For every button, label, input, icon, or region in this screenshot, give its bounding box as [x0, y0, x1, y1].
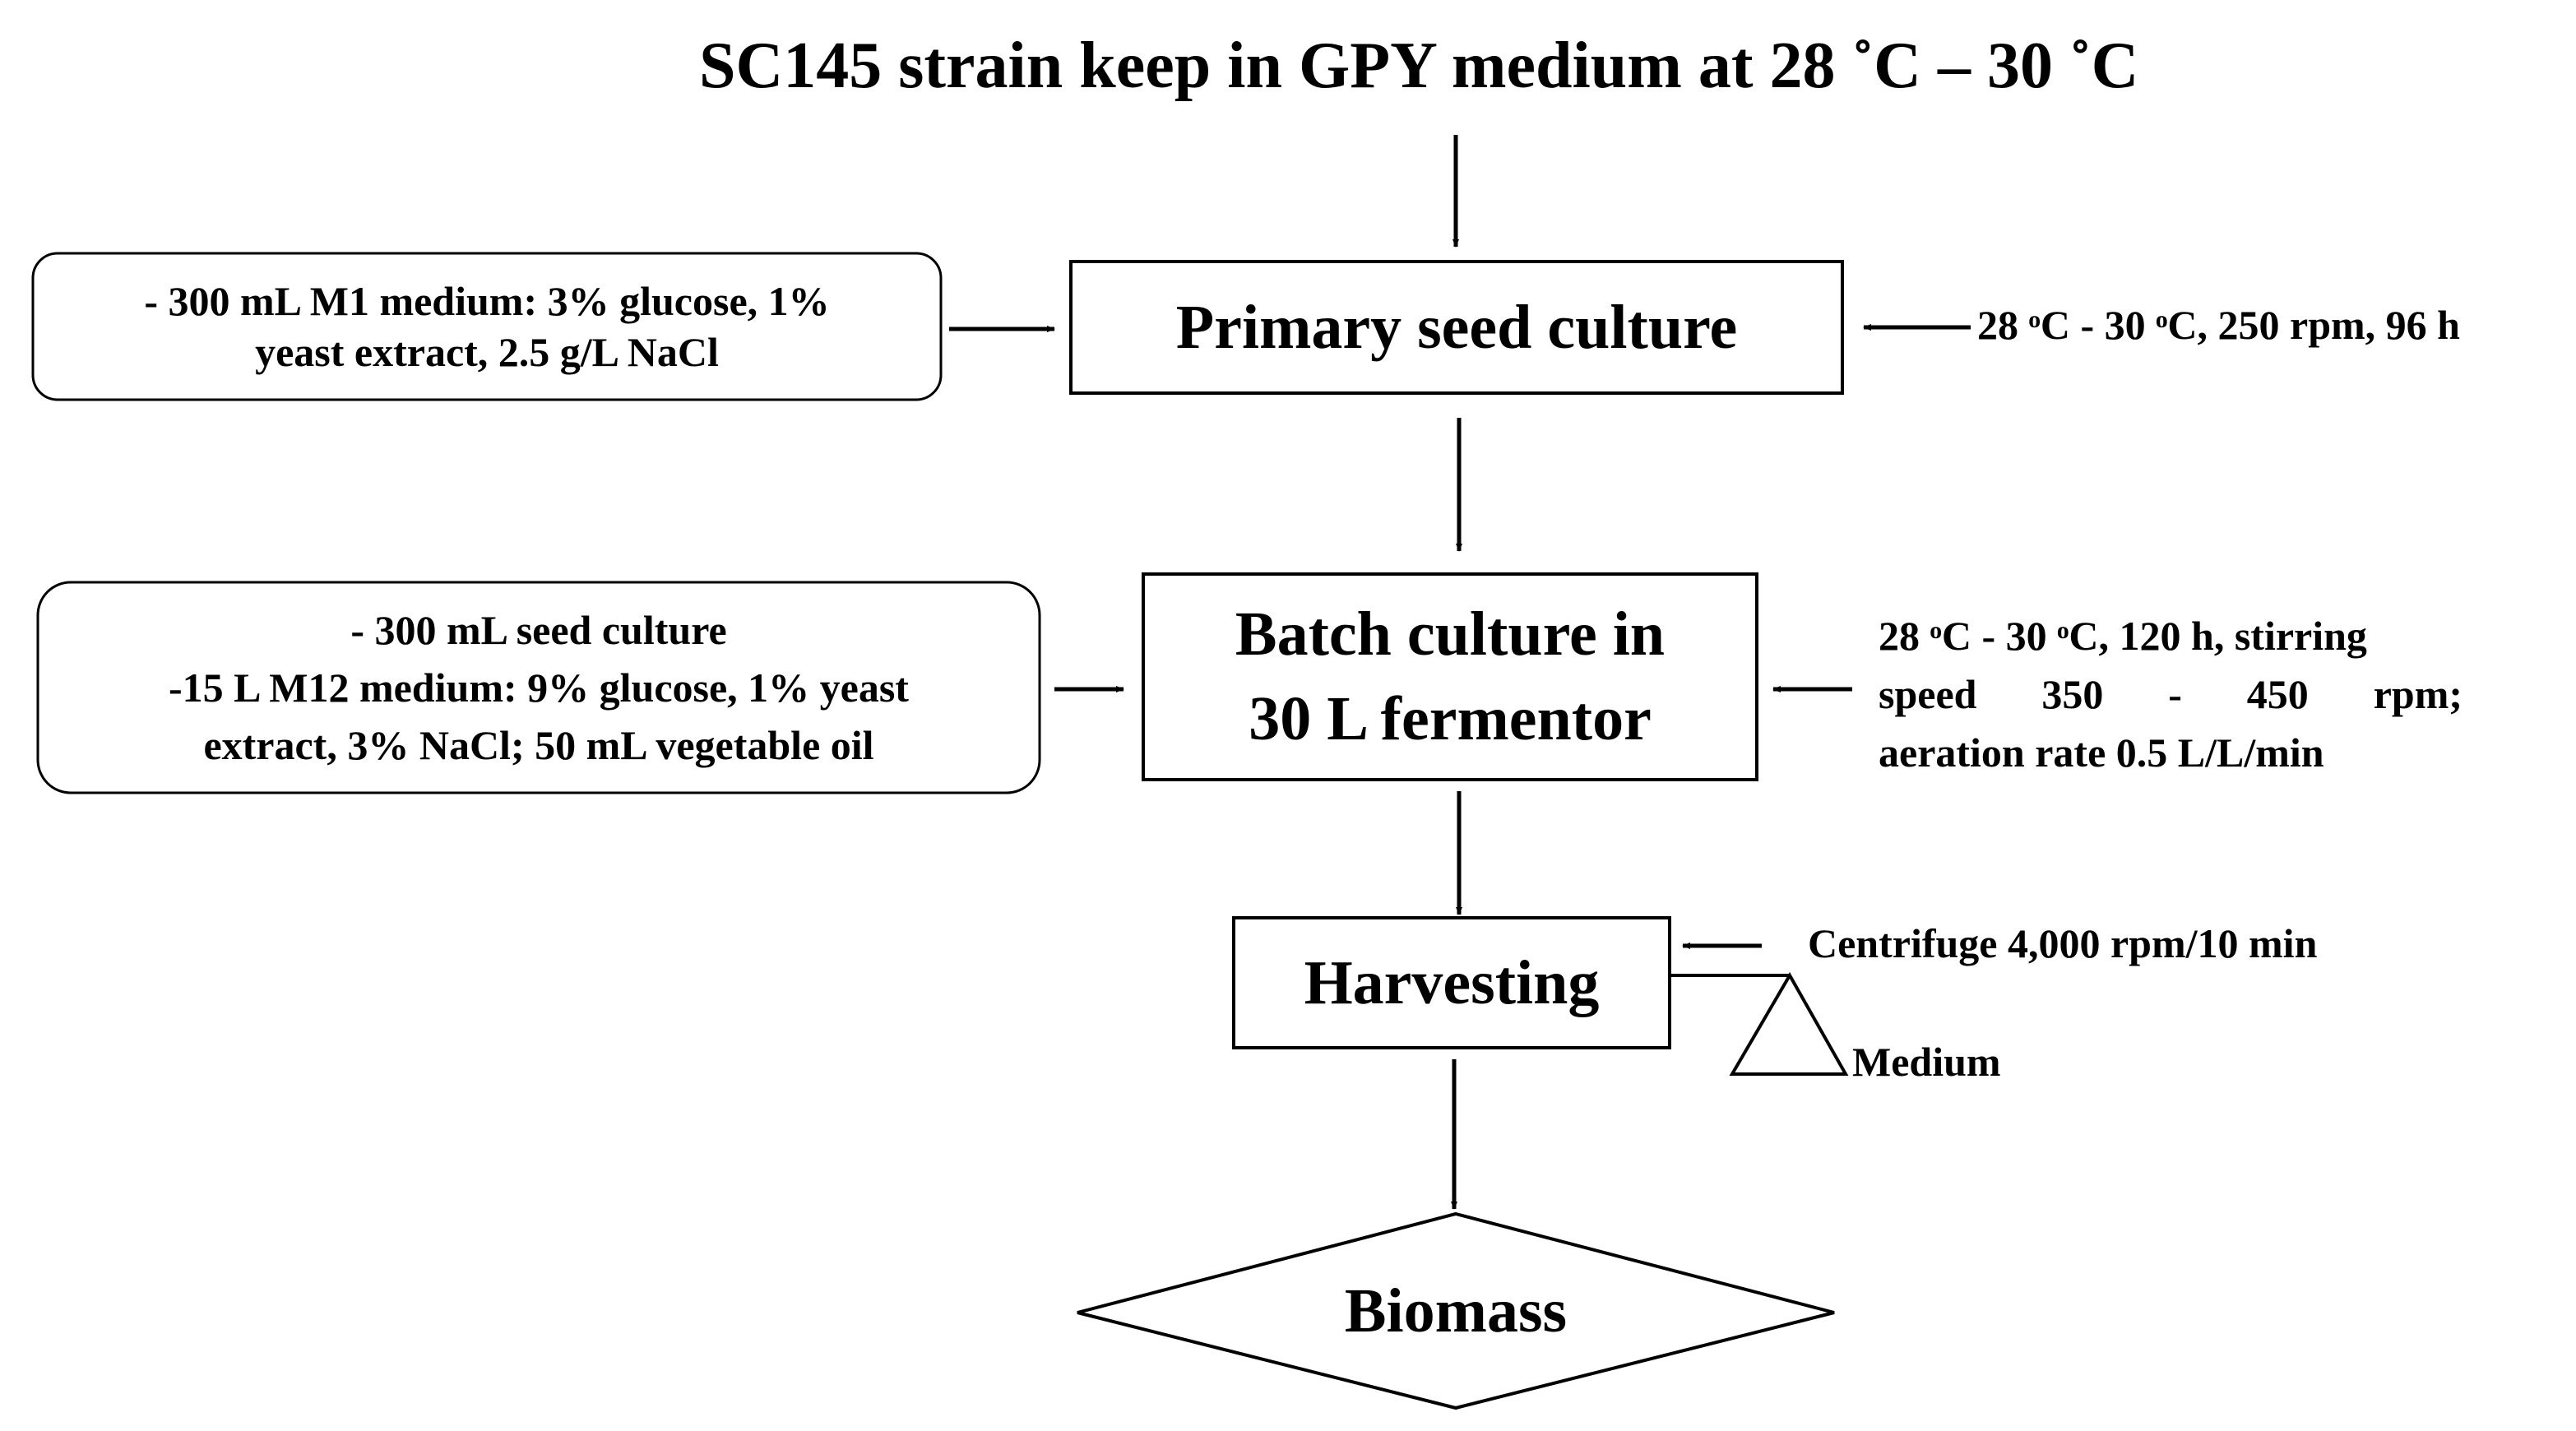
biomass-diamond	[1077, 1211, 1835, 1410]
batch-input-line2: -15 L M12 medium: 9% glucose, 1% yeast	[169, 665, 909, 711]
medium-triangle	[1729, 971, 1849, 1076]
biomass-label: Biomass	[1077, 1214, 1834, 1408]
batch-conditions-label: 28 ᵒC - 30 ᵒC, 120 h, stirring speed 350…	[1879, 607, 2462, 782]
batch-input-line3: extract, 3% NaCl; 50 mL vegetable oil	[203, 722, 874, 768]
harvesting-text: Harvesting	[1304, 947, 1600, 1017]
batch-conditions-line2: speed 350 - 450 rpm;	[1879, 665, 2462, 724]
harvesting-box	[1232, 916, 1671, 1049]
batch-conditions-word: 350	[2041, 671, 2104, 717]
diagram-title: SC145 strain keep in GPY medium at 28 ˚C…	[699, 30, 2139, 102]
primary-seed-culture-text: Primary seed culture	[1175, 292, 1738, 362]
batch-input-label: - 300 mL seed culture -15 L M12 medium: …	[38, 582, 1040, 793]
primary-seed-culture-box	[1069, 260, 1844, 395]
medium-output-label: Medium	[1852, 1039, 2001, 1085]
batch-conditions-line3: aeration rate 0.5 L/L/min	[1879, 729, 2324, 776]
harvest-conditions-label: Centrifuge 4,000 rpm/10 min	[1808, 920, 2318, 966]
primary-input-box	[31, 252, 943, 401]
primary-input-line2: yeast extract, 2.5 g/L NaCl	[255, 329, 719, 375]
batch-conditions-word: 450	[2246, 671, 2309, 717]
batch-conditions-word: -	[2168, 671, 2182, 717]
batch-culture-text-line2: 30 L fermentor	[1249, 684, 1652, 753]
batch-culture-text-line1: Batch culture in	[1235, 600, 1666, 669]
primary-input-label: - 300 mL M1 medium: 3% glucose, 1% yeast…	[33, 253, 941, 400]
batch-conditions-word: speed	[1879, 671, 1977, 717]
batch-culture-box	[1142, 572, 1758, 781]
batch-input-line1: - 300 mL seed culture	[350, 607, 727, 653]
primary-conditions-label: 28 ᵒC - 30 ᵒC, 250 rpm, 96 h	[1977, 302, 2460, 348]
batch-culture-label: Batch culture in 30 L fermentor	[1143, 574, 1757, 780]
biomass-text: Biomass	[1344, 1276, 1568, 1345]
primary-seed-culture-label: Primary seed culture	[1071, 262, 1842, 393]
batch-input-box	[36, 581, 1041, 794]
batch-conditions-word: rpm;	[2373, 671, 2462, 717]
primary-input-line1: - 300 mL M1 medium: 3% glucose, 1%	[144, 277, 830, 324]
harvesting-label: Harvesting	[1234, 918, 1670, 1048]
batch-conditions-line1: 28 ᵒC - 30 ᵒC, 120 h, stirring	[1879, 613, 2367, 659]
